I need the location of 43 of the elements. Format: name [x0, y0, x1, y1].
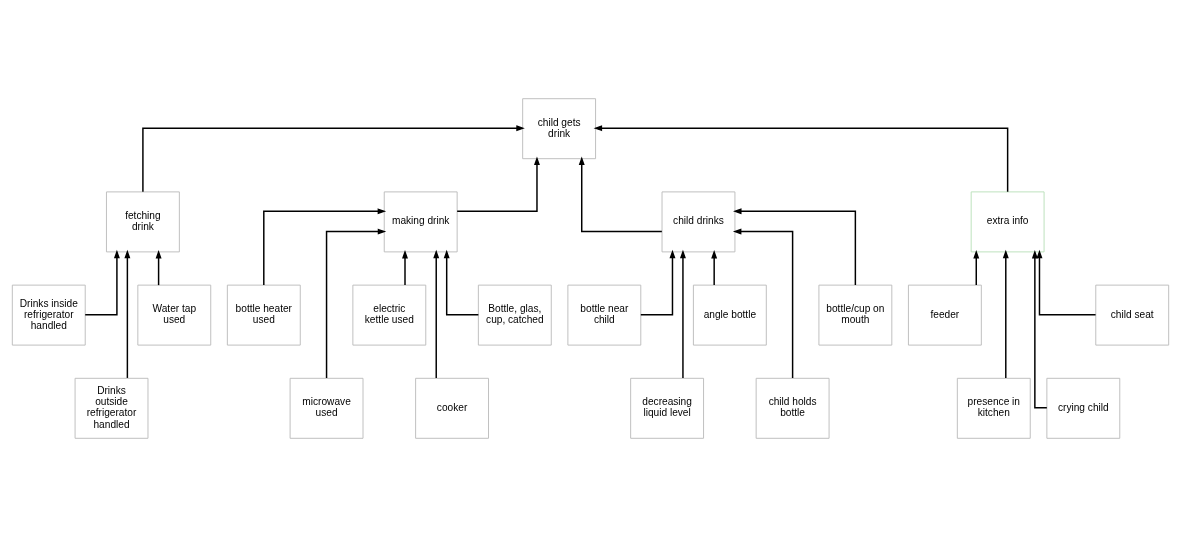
arrow	[1036, 249, 1097, 315]
arrow	[142, 124, 525, 192]
node-box: presence in kitchen	[956, 377, 1031, 439]
node-box: Drinks outside refrigerator handled	[74, 377, 149, 439]
node-box: bottle/cup on mouth	[818, 284, 893, 346]
arrow	[325, 228, 387, 379]
arrow	[593, 124, 1009, 192]
arrow	[1002, 249, 1009, 379]
node-box: crying child	[1046, 377, 1121, 439]
arrow	[640, 249, 676, 315]
arrow	[1031, 249, 1048, 409]
node-box: angle bottle	[692, 284, 767, 346]
arrow	[456, 156, 540, 212]
node-box: microwave used	[289, 377, 364, 439]
arrow	[84, 249, 120, 315]
arrow	[443, 249, 480, 315]
arrow	[433, 249, 440, 379]
node-box: electric kettle used	[352, 284, 427, 346]
node-box: extra info	[970, 190, 1045, 252]
node-box: child holds bottle	[755, 377, 830, 439]
arrow	[732, 228, 794, 379]
arrow	[733, 207, 857, 286]
node-box: child drinks	[661, 190, 736, 252]
node-box: Drinks inside refrigerator handled	[11, 284, 86, 346]
node-box: making drink	[383, 190, 458, 252]
arrow	[973, 249, 980, 286]
node-box: bottle heater used	[226, 284, 301, 346]
node-box: child gets drink	[522, 97, 597, 159]
arrow	[402, 249, 408, 286]
arrow	[124, 249, 131, 379]
node-box: cooker	[415, 377, 489, 439]
node-box: fetching drink	[106, 190, 180, 252]
node-box: Water tap used	[137, 284, 212, 346]
node-box: child seat	[1095, 284, 1170, 346]
arrow	[711, 249, 718, 286]
arrow	[578, 156, 663, 232]
arrow	[155, 249, 162, 286]
node-box: Bottle, glas, cup, catched	[477, 284, 552, 346]
node-box: feeder	[907, 284, 982, 346]
arrow	[263, 207, 387, 286]
node-box: bottle near child	[567, 284, 642, 346]
node-box: decreasing liquid level	[630, 377, 704, 439]
arrow	[679, 249, 686, 379]
